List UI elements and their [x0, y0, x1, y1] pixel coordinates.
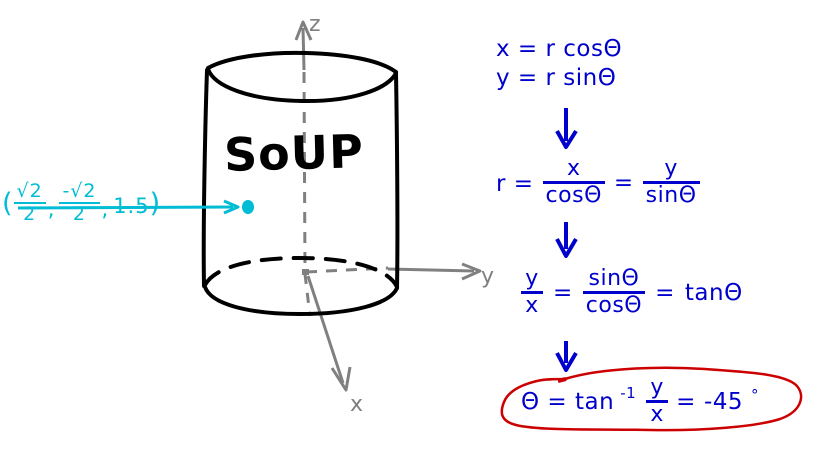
equation-final-lead: Θ = tan	[521, 388, 615, 415]
equation-r-frac1-numerator: x	[566, 156, 581, 181]
equation-final-frac-numerator: y	[650, 375, 664, 400]
axis-z	[294, 20, 313, 317]
axis-z-label: z	[309, 12, 321, 37]
open-paren: (	[2, 187, 14, 219]
equation-tan-equals-2: =	[655, 279, 675, 306]
origin-marker	[302, 269, 309, 275]
coord-x-fraction: √2 2	[13, 180, 46, 225]
answer-highlight-tick	[557, 377, 567, 383]
point-coordinates: ( √2 2 , -√2 2 , 1.5 )	[2, 182, 161, 224]
coord-x-bar	[13, 202, 46, 204]
equation-final-answer: Θ = tan -1 y x = -45 °	[521, 377, 759, 426]
equation-tan-equals-1: =	[553, 279, 573, 306]
coord-y-bar	[59, 202, 100, 204]
coord-y-sign: -	[62, 180, 71, 202]
flow-arrow-2	[555, 222, 578, 258]
point-pointer-arrow	[17, 199, 240, 215]
equation-r-lead: r =	[496, 170, 534, 197]
equation-final-fraction: y x	[646, 375, 669, 427]
flow-arrow-3	[555, 341, 578, 372]
equation-tan-yx-bar	[521, 291, 543, 294]
coord-comma-2: ,	[101, 197, 110, 221]
soup-can	[201, 50, 400, 316]
equation-r-frac2-numerator: y	[664, 156, 678, 181]
equation-r-frac1-denominator: cosΘ	[545, 183, 602, 208]
equation-final-equals: =	[676, 388, 696, 415]
equation-tan-ratio-numerator: sinΘ	[588, 266, 640, 291]
equation-r-frac1-bar	[542, 181, 605, 184]
equation-final-frac-bar	[646, 400, 669, 403]
equation-polar-y: y = r sinΘ	[496, 65, 617, 91]
equation-final-frac-denominator: x	[650, 402, 664, 427]
coord-x-denominator: 2	[23, 203, 37, 225]
equation-final-degree-symbol: °	[751, 385, 760, 404]
equation-tan-fraction-yx: y x	[521, 268, 543, 317]
axis-x-label: x	[350, 392, 364, 417]
equation-tan-ratio-denominator: cosΘ	[585, 293, 643, 318]
equation-r-frac2-denominator: sinΘ	[645, 183, 697, 208]
equation-r: r = x cosΘ = y sinΘ	[496, 158, 700, 207]
equation-r-equals: =	[613, 169, 634, 196]
equation-tan-yx-denominator: x	[525, 293, 539, 318]
equation-tangent: y x = sinΘ cosΘ = tanΘ	[521, 268, 743, 317]
equation-r-fraction-1: x cosΘ	[542, 156, 605, 208]
equation-tan-yx-numerator: y	[525, 266, 539, 291]
point-marker	[242, 200, 254, 214]
equation-polar-x: x = r cosΘ	[496, 36, 623, 62]
axis-y-label: y	[481, 264, 495, 289]
equation-tan-fraction-ratio: sinΘ cosΘ	[582, 266, 646, 318]
coord-y-numerator: -√2	[59, 182, 99, 202]
coord-z-value: 1.5	[113, 194, 150, 218]
close-paren: )	[149, 187, 162, 219]
axis-x	[306, 275, 352, 392]
coord-y-radical: √2	[70, 180, 97, 202]
coord-y-fraction: -√2 2	[59, 182, 100, 225]
axis-y	[305, 262, 482, 281]
equation-r-fraction-2: y sinΘ	[642, 156, 700, 208]
equation-r-frac2-bar	[642, 181, 700, 184]
can-label: SoUP	[223, 124, 365, 182]
answer-highlight-circle	[500, 366, 803, 432]
equation-tan-result: tanΘ	[684, 279, 743, 306]
coord-comma-1: ,	[47, 197, 56, 221]
equation-final-exponent: -1	[620, 383, 637, 402]
equation-tan-ratio-bar	[582, 291, 646, 294]
coord-x-numerator: √2	[16, 180, 43, 202]
equation-final-value: -45	[703, 388, 744, 415]
coord-y-denominator: 2	[72, 203, 87, 225]
flow-arrow-1	[555, 108, 578, 149]
